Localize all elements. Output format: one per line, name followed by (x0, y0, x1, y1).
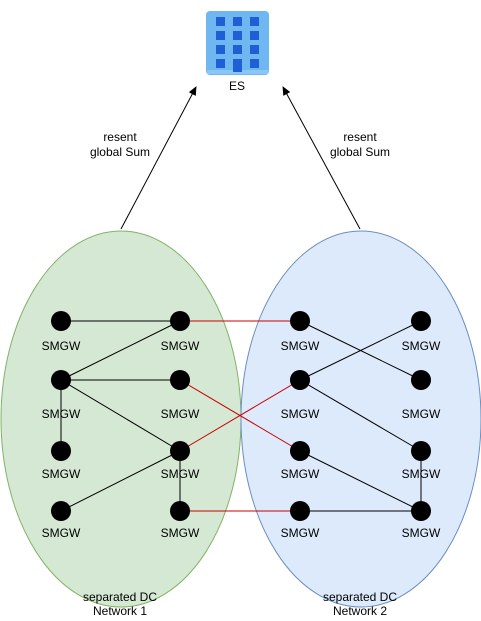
smgw-label: SMGW (402, 526, 441, 540)
network2-nodes (290, 311, 431, 521)
smgw-label: SMGW (161, 407, 200, 421)
smgw-label: SMGW (402, 467, 441, 481)
smgw-node (411, 370, 431, 390)
arrow-left-label-line1: resent (103, 130, 137, 144)
smgw-label: SMGW (42, 407, 81, 421)
smgw-node (51, 501, 71, 521)
smgw-node (411, 501, 431, 521)
smgw-node (290, 370, 310, 390)
smgw-label: SMGW (161, 526, 200, 540)
node-labels: SMGW SMGW SMGW SMGW SMGW SMGW SMGW SMGW … (42, 339, 441, 540)
network2-edges (299, 320, 422, 512)
smgw-label: SMGW (281, 407, 320, 421)
arrow-left-label-line2: global Sum (90, 145, 150, 159)
arrow-network1-to-es (120, 86, 197, 230)
smgw-node (170, 370, 190, 390)
smgw-node (290, 441, 310, 461)
server-label: ES (229, 79, 245, 93)
smgw-node (411, 441, 431, 461)
smgw-node (411, 311, 431, 331)
network2-region (240, 230, 481, 608)
smgw-label: SMGW (42, 339, 81, 353)
inter-network-edges (179, 320, 301, 512)
network1-label-line2: Network 1 (93, 604, 147, 618)
smgw-label: SMGW (42, 526, 81, 540)
smgw-node (170, 311, 190, 331)
smgw-label: SMGW (161, 339, 200, 353)
network1-region (0, 230, 242, 608)
network2-label-line1: separated DC (323, 590, 397, 604)
smgw-label: SMGW (402, 407, 441, 421)
network2-label-line2: Network 2 (333, 604, 387, 618)
smgw-label: SMGW (281, 467, 320, 481)
arrow-network2-to-es (282, 86, 361, 230)
smgw-node (170, 441, 190, 461)
network1-nodes (51, 311, 190, 521)
network1-label-line1: separated DC (83, 590, 157, 604)
smgw-node (51, 311, 71, 331)
arrow-right-label-line1: resent (343, 130, 377, 144)
building-icon (206, 11, 269, 75)
smgw-node (51, 370, 71, 390)
smgw-node (51, 441, 71, 461)
smgw-node (170, 501, 190, 521)
smgw-label: SMGW (281, 339, 320, 353)
smgw-label: SMGW (161, 467, 200, 481)
smgw-label: SMGW (402, 339, 441, 353)
smgw-node (290, 501, 310, 521)
smgw-node (290, 311, 310, 331)
smgw-label: SMGW (281, 526, 320, 540)
smgw-label: SMGW (42, 467, 81, 481)
arrow-right-label-line2: global Sum (330, 145, 390, 159)
